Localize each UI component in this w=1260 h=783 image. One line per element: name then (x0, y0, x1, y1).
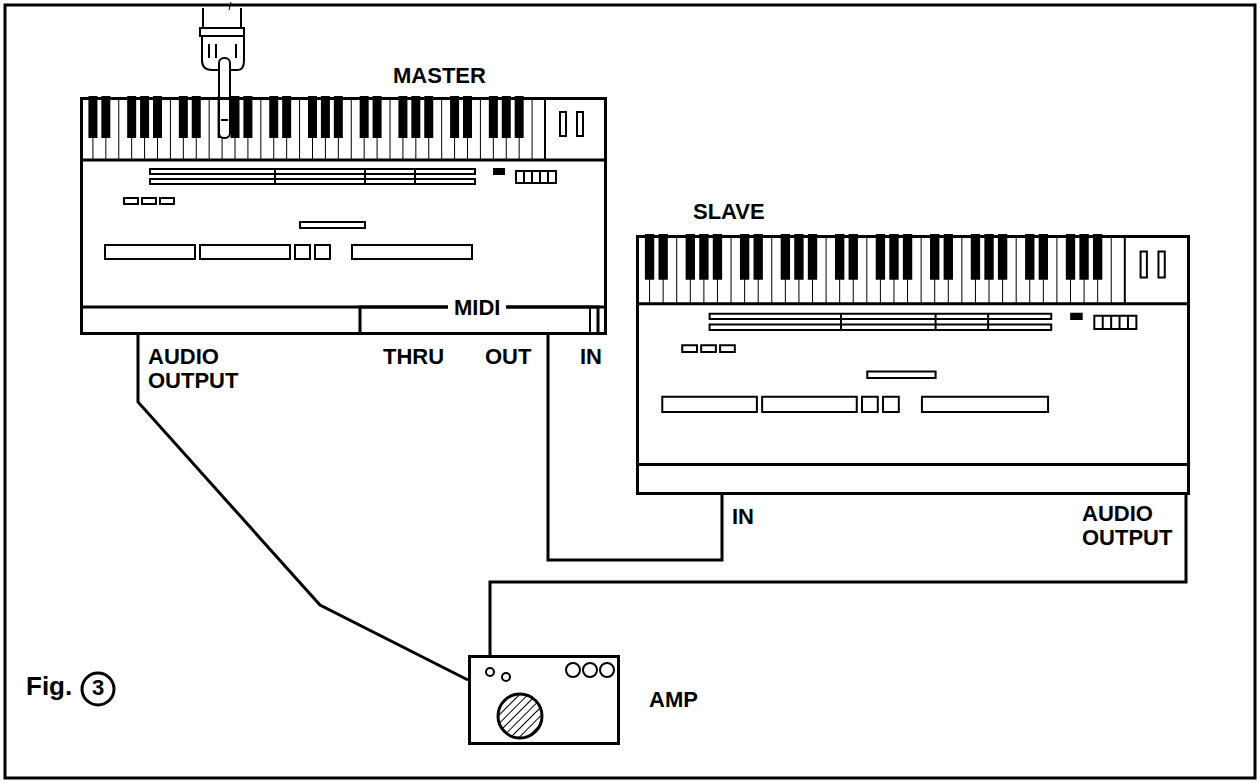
figure-label: Fig. (26, 674, 72, 698)
port-label: IN (580, 345, 602, 369)
port-label: OUT (485, 345, 531, 369)
figure-number: 3 (88, 676, 108, 700)
master-keyboard: MASTER (80, 97, 607, 335)
port-label: THRU (383, 345, 444, 369)
port-label: IN (732, 505, 754, 529)
port-label: AUDIO OUTPUT (1082, 502, 1186, 550)
device-heading: MASTER (393, 64, 486, 88)
cable (138, 335, 468, 680)
device-heading: SLAVE (693, 200, 765, 224)
device-heading: AMP (649, 688, 698, 712)
port-label: AUDIO OUTPUT (148, 345, 258, 393)
amplifier: AMP (468, 655, 620, 745)
cable (490, 495, 1186, 655)
slave-keyboard: SLAVE (636, 235, 1190, 495)
cable (548, 335, 722, 560)
port-group-label: MIDI (448, 296, 506, 320)
